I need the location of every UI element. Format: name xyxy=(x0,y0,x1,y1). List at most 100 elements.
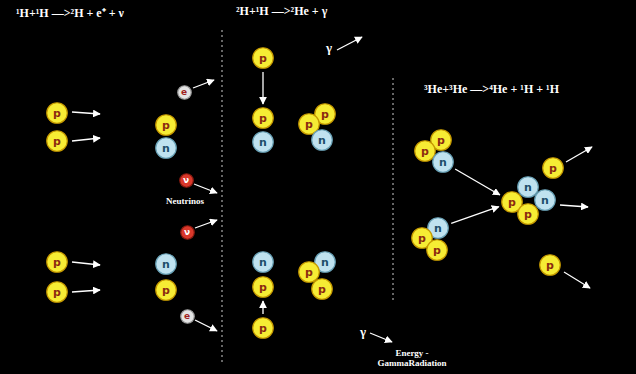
particle-fill xyxy=(543,158,564,179)
particle-letter: p xyxy=(53,135,61,148)
particle-fill xyxy=(156,254,177,275)
particle-fill xyxy=(156,115,177,136)
neutron-circle: n xyxy=(155,137,177,159)
particle-letter: e xyxy=(181,87,187,97)
positron-circle: e xyxy=(177,85,192,100)
particle-fill xyxy=(427,240,448,261)
particle-letter: n xyxy=(259,136,267,149)
particle-letter: p xyxy=(508,196,516,209)
particle-letter: p xyxy=(53,256,61,269)
particle-letter: n xyxy=(524,181,532,194)
particle-letter: p xyxy=(524,208,532,221)
particle-letter: p xyxy=(418,232,426,245)
proton-circle: p xyxy=(155,114,177,136)
proton-circle: p xyxy=(252,107,274,129)
motion-arrow xyxy=(262,72,263,104)
proton-circle: p xyxy=(155,279,177,301)
particle-fill xyxy=(47,282,68,303)
particle-letter: p xyxy=(321,108,329,121)
motion-arrow xyxy=(451,207,499,224)
particle-letter: n xyxy=(321,256,329,269)
particle-fill xyxy=(253,277,274,298)
proton-circle: p xyxy=(252,47,274,69)
particle-fill xyxy=(180,225,194,239)
particle-letter: p xyxy=(546,259,554,272)
neutron-circle: n xyxy=(311,129,333,151)
proton-circle: p xyxy=(311,278,333,300)
particle-letter: ν xyxy=(184,227,190,237)
particle-fill xyxy=(47,252,68,273)
gamma-label: γ xyxy=(326,40,332,56)
particle-fill xyxy=(535,190,556,211)
particle-fill xyxy=(179,173,193,187)
neutrino-circle: ν xyxy=(180,225,195,240)
proton-circle: p xyxy=(252,276,274,298)
panel-separators xyxy=(222,30,393,362)
particle-letter: p xyxy=(305,266,313,279)
particle-letter: p xyxy=(162,284,170,297)
particle-fill xyxy=(312,130,333,151)
particle-fill xyxy=(415,141,436,162)
particle-letter: p xyxy=(53,286,61,299)
positron-circle: e xyxy=(180,309,195,324)
proton-circle: p xyxy=(46,281,68,303)
particle-fill xyxy=(253,132,274,153)
particle-fill xyxy=(540,255,561,276)
proton-circle: p xyxy=(517,203,539,225)
proton-circle: p xyxy=(252,317,274,339)
particle-letter: n xyxy=(162,142,170,155)
particle-fill xyxy=(180,309,194,323)
particle-letter: n xyxy=(318,134,326,147)
equation-label: ¹H+¹H —>²H + e⁺ + ν xyxy=(16,4,124,21)
particle-fill xyxy=(156,280,177,301)
particle-letter: p xyxy=(305,118,313,131)
particle-letter: ν xyxy=(183,175,189,185)
particle-fill xyxy=(47,103,68,124)
particle-letter: e xyxy=(184,311,190,321)
particle-letter: n xyxy=(259,256,267,269)
particle-letter: p xyxy=(318,283,326,296)
particle-letter: p xyxy=(437,134,445,147)
particle-fill xyxy=(433,152,454,173)
particle-letter: p xyxy=(259,112,267,125)
particle-fill xyxy=(518,204,539,225)
proton-circle: p xyxy=(426,239,448,261)
neutron-circle: n xyxy=(155,253,177,275)
proton-circle: p xyxy=(539,254,561,276)
particle-fill xyxy=(253,318,274,339)
particle-letter: p xyxy=(259,52,267,65)
neutron-circle: n xyxy=(432,151,454,173)
particle-fill xyxy=(156,138,177,159)
neutron-circle: n xyxy=(252,251,274,273)
particle-letter: n xyxy=(439,156,447,169)
particle-letter: p xyxy=(421,145,429,158)
particle-fill xyxy=(518,177,539,198)
particle-fill xyxy=(312,279,333,300)
particle-letter: p xyxy=(433,244,441,257)
particle-fill xyxy=(253,48,274,69)
equation-label: ²H+¹H —>²He + γ xyxy=(236,4,327,19)
motion-arrows xyxy=(72,37,592,342)
particle-letter: p xyxy=(53,107,61,120)
particle-letter: p xyxy=(549,162,557,175)
particle-letter: p xyxy=(259,281,267,294)
proton-circle: p xyxy=(46,102,68,124)
neutrino-circle: ν xyxy=(179,173,194,188)
motion-arrow xyxy=(262,301,263,314)
proton-circle: p xyxy=(46,251,68,273)
equation-label: ³He+³He —>⁴He + ¹H + ¹H xyxy=(424,82,559,97)
particle-fill xyxy=(299,262,320,283)
particle-fill xyxy=(253,252,274,273)
motion-arrow xyxy=(455,169,500,195)
neutron-circle: n xyxy=(534,189,556,211)
particle-letter: p xyxy=(162,119,170,132)
particle-fill xyxy=(253,108,274,129)
particle-letter: n xyxy=(162,258,170,271)
proton-circle: p xyxy=(542,157,564,179)
particle-fill xyxy=(177,85,191,99)
particle-letter: n xyxy=(434,222,442,235)
neutron-circle: n xyxy=(252,131,274,153)
